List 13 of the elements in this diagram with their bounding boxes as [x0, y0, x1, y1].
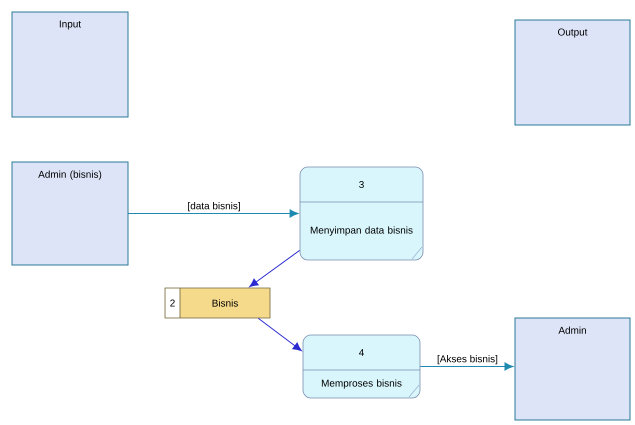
- data-store: 2 Bisnis: [164, 288, 270, 318]
- entity-box: Output: [514, 20, 630, 126]
- arrow: [258, 318, 302, 352]
- entity-box: Input: [12, 12, 128, 118]
- process-box: 4 Memproses bisnis: [302, 334, 420, 398]
- entity-box: Admin (bisnis): [12, 162, 128, 266]
- arrow: [128, 209, 298, 218]
- entity-box: Admin: [514, 318, 630, 420]
- process-box: 3 Menyimpan data bisnis: [300, 166, 424, 260]
- arrow: [420, 362, 514, 371]
- edge-label: [Akses bisnis]: [438, 355, 498, 364]
- edge-label: [data bisnis]: [188, 202, 240, 212]
- arrow: [249, 250, 300, 288]
